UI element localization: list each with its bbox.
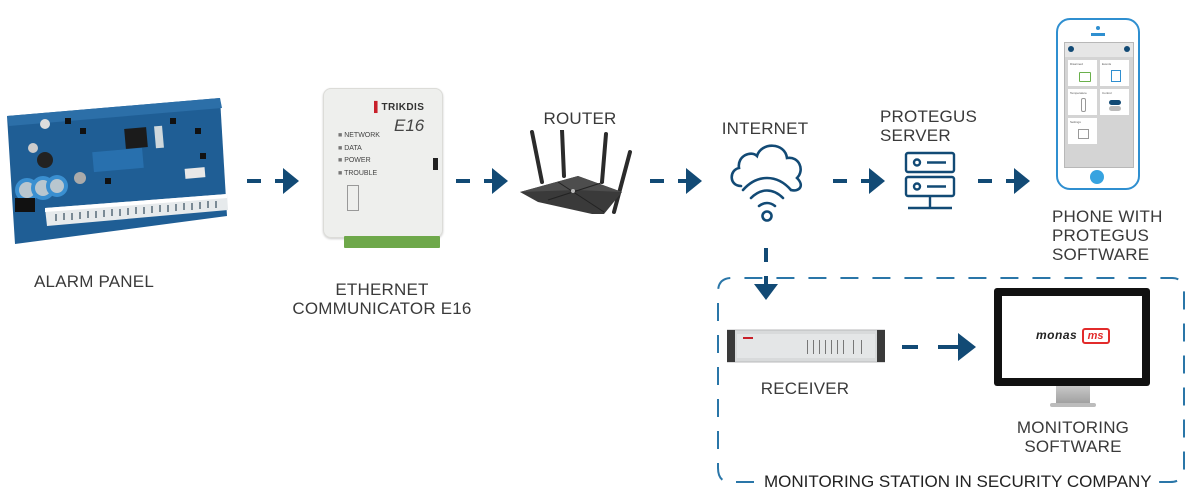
phone-label-line3: SOFTWARE xyxy=(1052,245,1150,264)
tile-label: Disarmed xyxy=(1070,62,1083,66)
brand-text: TRIKDIS xyxy=(381,102,425,113)
app-tile-control: Control xyxy=(1100,89,1129,115)
arrow-down-icon xyxy=(754,248,778,300)
back-icon xyxy=(1068,46,1074,52)
phone-label-line1: PHONE WITH xyxy=(1052,207,1163,226)
arrow-right-icon xyxy=(902,333,976,361)
tile-label: Control xyxy=(1102,91,1112,95)
server-label-line2: SERVER xyxy=(880,126,951,145)
app-tile-disarmed: Disarmed xyxy=(1068,60,1097,86)
led-data: ■ DATA xyxy=(338,144,362,152)
internet-icon-wrap xyxy=(727,140,807,225)
router-label: ROUTER xyxy=(543,109,617,128)
phone-speaker xyxy=(1091,33,1105,36)
thermometer-icon xyxy=(1081,98,1086,112)
monitor-device: monas ms xyxy=(994,288,1152,412)
server-icon-wrap xyxy=(900,150,960,212)
monitoring-label-line1: MONITORING xyxy=(1016,418,1130,437)
alarm-panel-image xyxy=(5,98,230,246)
menu-icon xyxy=(1124,46,1130,52)
arrow-right-icon xyxy=(833,168,885,194)
group-label: MONITORING STATION IN SECURITY COMPANY xyxy=(758,472,1158,492)
monitoring-station-group: MONITORING STATION IN SECURITY COMPANY xyxy=(714,272,1188,492)
tile-label: Temperature xyxy=(1070,91,1087,95)
notepad-icon xyxy=(1111,70,1121,82)
monas-logo-text: monas xyxy=(1036,328,1078,342)
internet-label: INTERNET xyxy=(721,119,809,138)
toggle-icon xyxy=(1109,106,1121,111)
flow-arrow-6 xyxy=(902,333,978,361)
phone-label: PHONE WITH PROTEGUS SOFTWARE xyxy=(1052,207,1192,264)
arrow-right-icon xyxy=(978,168,1030,194)
led-list: ■ NETWORK ■ DATA ■ POWER ■ TROUBLE xyxy=(338,130,380,180)
phone-camera xyxy=(1096,26,1100,30)
phone-device: Disarmed Events Temperature Control Sett… xyxy=(1056,18,1140,190)
flow-arrow-5 xyxy=(978,168,1036,194)
monas-ms-badge: ms xyxy=(1081,328,1110,344)
circuit-board-icon xyxy=(7,98,228,244)
led-network: ■ NETWORK xyxy=(338,132,380,139)
router-image xyxy=(518,130,638,220)
communicator-label-line1: ETHERNET xyxy=(335,280,429,299)
receiver-image xyxy=(727,326,885,366)
toggle-icon xyxy=(1109,100,1121,105)
app-tile-temperature: Temperature xyxy=(1068,89,1097,115)
flow-arrow-1 xyxy=(247,168,305,194)
terminal-block xyxy=(344,236,440,248)
communicator-label-line2: COMMUNICATOR E16 xyxy=(292,299,472,318)
server-icon xyxy=(904,151,956,210)
phone-app-header xyxy=(1065,43,1133,57)
app-tile-events: Events xyxy=(1100,60,1129,86)
tile-label: Events xyxy=(1102,62,1112,66)
phone-home-button xyxy=(1090,170,1104,184)
dashed-group-border xyxy=(717,277,1185,483)
flow-arrow-4 xyxy=(833,168,891,194)
led-power: ■ POWER xyxy=(338,157,371,164)
cloud-wifi-icon xyxy=(730,144,803,222)
monitor-stand xyxy=(1056,386,1090,406)
receiver-label: RECEIVER xyxy=(760,379,850,398)
phone-screen: Disarmed Events Temperature Control Sett… xyxy=(1064,42,1134,168)
server-label: PROTEGUS SERVER xyxy=(880,107,1000,145)
receiver-rack-icon xyxy=(727,329,885,363)
arrow-right-icon xyxy=(456,168,508,194)
communicator-case xyxy=(323,88,443,238)
communicator-device: ▌TRIKDIS E16 ■ NETWORK ■ DATA ■ POWER ■ … xyxy=(320,88,448,248)
monitoring-label-line2: SOFTWARE xyxy=(1024,437,1122,456)
monitor-base xyxy=(1050,403,1096,407)
communicator-model: E16 xyxy=(394,116,425,135)
house-gear-icon xyxy=(1078,129,1089,139)
app-tile-settings: Settings xyxy=(1068,118,1097,144)
monitoring-label: MONITORING SOFTWARE xyxy=(990,418,1156,456)
flow-arrow-2 xyxy=(456,168,514,194)
usb-port xyxy=(433,158,438,170)
padlock-open-icon xyxy=(1079,72,1091,82)
communicator-label: ETHERNET COMMUNICATOR E16 xyxy=(282,280,482,318)
led-trouble: ■ TROUBLE xyxy=(338,169,378,177)
trikdis-logo-icon: ▌ xyxy=(374,102,382,113)
flow-arrow-3 xyxy=(650,168,708,194)
phone-label-line2: PROTEGUS xyxy=(1052,226,1150,245)
monitor-screen xyxy=(1002,296,1142,378)
arrow-right-icon xyxy=(650,168,702,194)
flow-arrow-down xyxy=(753,248,779,304)
monas-logo: monas ms xyxy=(1036,326,1110,344)
dip-switch xyxy=(347,185,359,211)
communicator-brand: ▌TRIKDIS xyxy=(374,102,424,113)
router-icon xyxy=(520,130,632,214)
server-label-line1: PROTEGUS xyxy=(880,107,978,126)
tile-label: Settings xyxy=(1070,120,1081,124)
arrow-right-icon xyxy=(247,168,299,194)
alarm-panel-label: ALARM PANEL xyxy=(34,272,154,291)
